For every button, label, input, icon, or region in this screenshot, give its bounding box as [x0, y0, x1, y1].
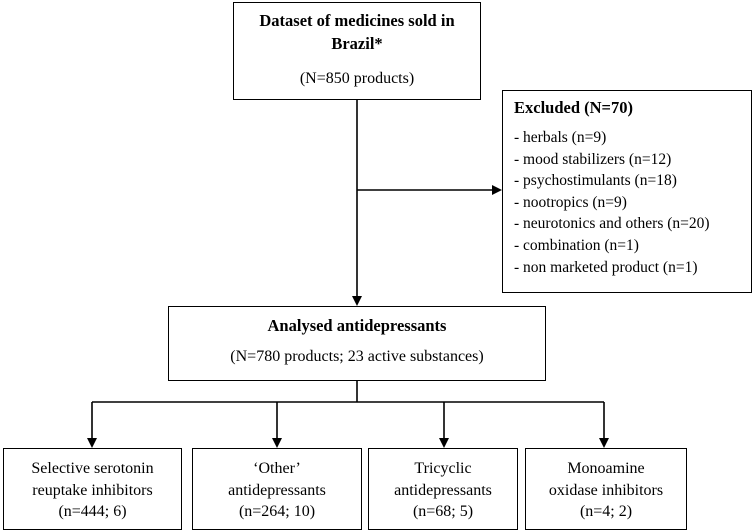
category-maoi-line2: oxidase inhibitors	[548, 481, 664, 499]
excluded-item: - herbals (n=9)	[514, 129, 607, 146]
excluded-title: Excluded (N=70)	[514, 98, 633, 117]
category-tricyclic-count: (n=68; 5)	[412, 503, 474, 520]
category-tricyclic-line1: Tricyclic	[414, 460, 472, 477]
analysed-box: Analysed antidepressants (N=780 products…	[168, 306, 546, 381]
category-box-other: ‘Other’ antidepressants (n=264; 10)	[192, 448, 362, 530]
excluded-box: Excluded (N=70) - herbals (n=9) - mood s…	[502, 90, 752, 293]
category-maoi-line1: Monoamine	[567, 460, 645, 477]
excluded-item: - nootropics (n=9)	[514, 193, 627, 211]
category-ssri-line1: Selective serotonin	[31, 460, 154, 477]
category-box-maoi: Monoamine oxidase inhibitors (n=4; 2)	[525, 448, 687, 530]
category-box-tricyclic: Tricyclic antidepressants (n=68; 5)	[368, 448, 518, 530]
excluded-list: - herbals (n=9) - mood stabilizers (n=12…	[514, 127, 751, 278]
category-ssri-line2: reuptake inhibitors	[32, 481, 153, 499]
excluded-item: - combination (n=1)	[514, 236, 639, 254]
category-other-count: (n=264; 10)	[238, 503, 316, 520]
category-maoi-count: (n=4; 2)	[579, 503, 633, 520]
analysed-count: (N=780 products; 23 active substances)	[230, 348, 484, 365]
excluded-item: - non marketed product (n=1)	[514, 258, 698, 276]
source-dataset-count: (N=850 products)	[299, 70, 415, 87]
excluded-item: - neurotonics and others (n=20)	[514, 215, 710, 233]
category-other-line1: ‘Other’	[253, 460, 301, 477]
excluded-item: - psychostimulants (n=18)	[514, 172, 677, 190]
category-box-ssri: Selective serotonin reuptake inhibitors …	[3, 448, 182, 530]
excluded-item: - mood stabilizers (n=12)	[514, 150, 672, 168]
source-dataset-title: Dataset of medicines sold in Brazil*	[259, 11, 455, 53]
category-other-line2: antidepressants	[228, 481, 326, 499]
analysed-title: Analysed antidepressants	[267, 316, 447, 335]
source-dataset-box: Dataset of medicines sold in Brazil* (N=…	[233, 2, 481, 100]
category-ssri-count: (n=444; 6)	[58, 503, 127, 520]
category-tricyclic-line2: antidepressants	[394, 481, 492, 499]
